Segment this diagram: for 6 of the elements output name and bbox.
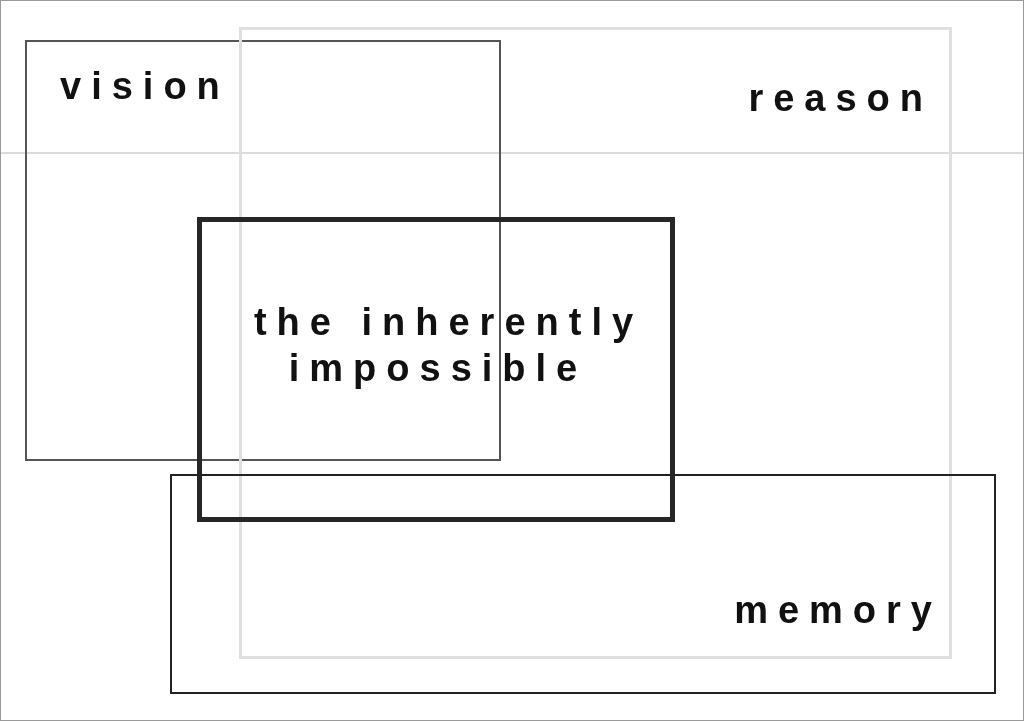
concept-box (197, 217, 675, 522)
concept-label: reason (748, 76, 933, 121)
concept-box (170, 474, 996, 694)
concept-label: memory (734, 588, 942, 633)
concept-label: vision (60, 64, 230, 109)
concept-box (239, 27, 952, 659)
